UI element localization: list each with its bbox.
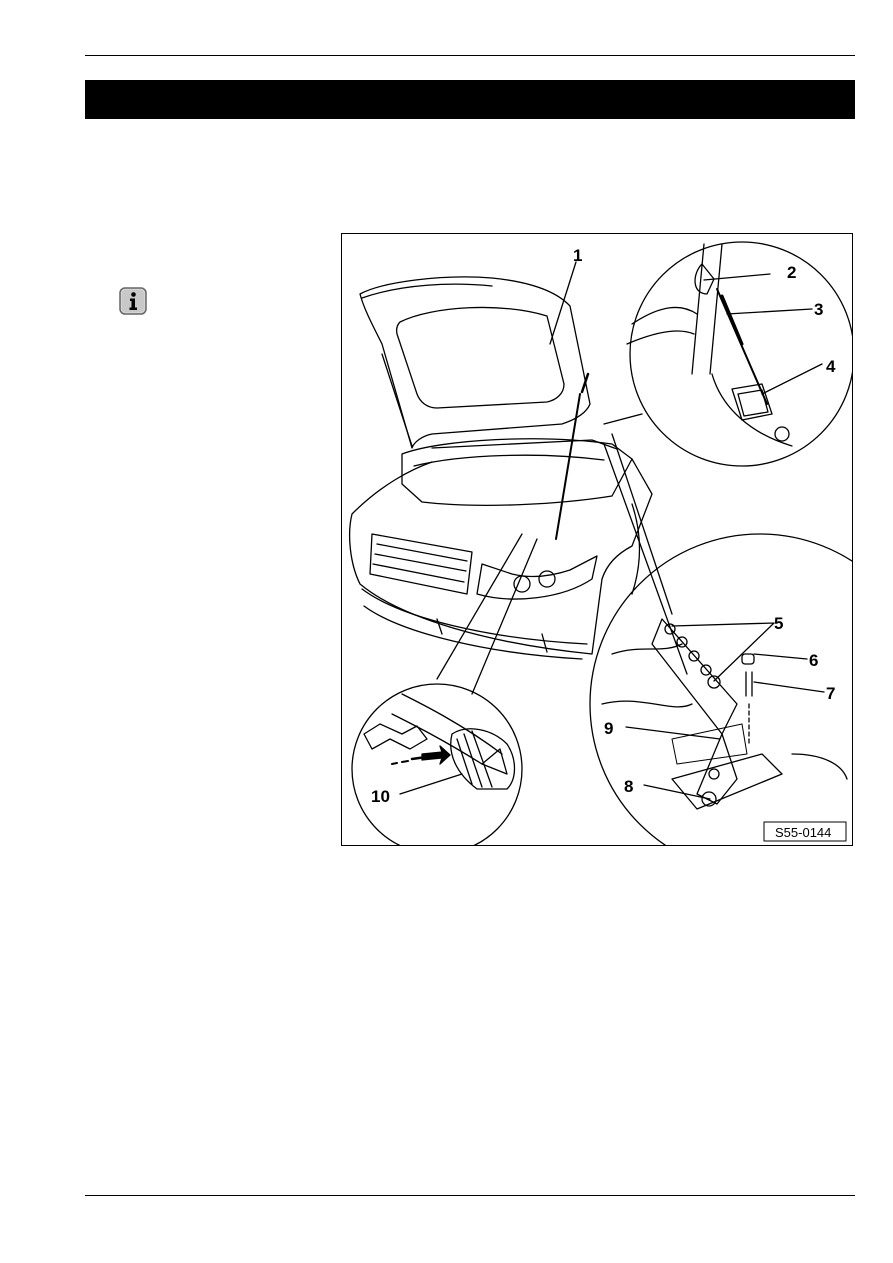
callout-7: 7 [826,684,835,703]
info-icon [119,287,147,315]
footer-rule [85,1195,855,1196]
hood-inner-panel [395,306,565,409]
header-rule [85,55,855,56]
engine-bay [401,438,633,506]
callout-2: 2 [787,263,796,282]
callout-5: 5 [774,614,783,633]
car-body [348,458,653,655]
callout-9: 9 [604,719,613,738]
callout-4: 4 [826,357,836,376]
section-title-bar [85,80,855,119]
callout-1: 1 [573,246,582,265]
detail-circle-hinge [589,533,852,845]
bumper [361,588,588,660]
callout-3: 3 [814,300,823,319]
detail-circle-strut-top [629,241,852,467]
hood-outline [359,276,591,449]
figure-drawing: 1 2 3 4 5 6 7 8 9 10 S55-0144 [348,241,852,845]
headlamp [476,555,598,600]
hood-assembly-figure: 1 2 3 4 5 6 7 8 9 10 S55-0144 [341,233,853,846]
callout-6: 6 [809,651,818,670]
grille [369,533,473,595]
hinge-arm [651,618,738,735]
callout-10: 10 [371,787,390,806]
gas-strut [555,393,581,540]
bracket-outline [363,723,428,750]
strut-end-fitting [450,728,516,790]
figure-id-box [763,821,847,842]
detail-circle-strut-end [351,683,523,845]
callout-8: 8 [624,777,633,796]
figure-id: S55-0144 [775,825,831,840]
